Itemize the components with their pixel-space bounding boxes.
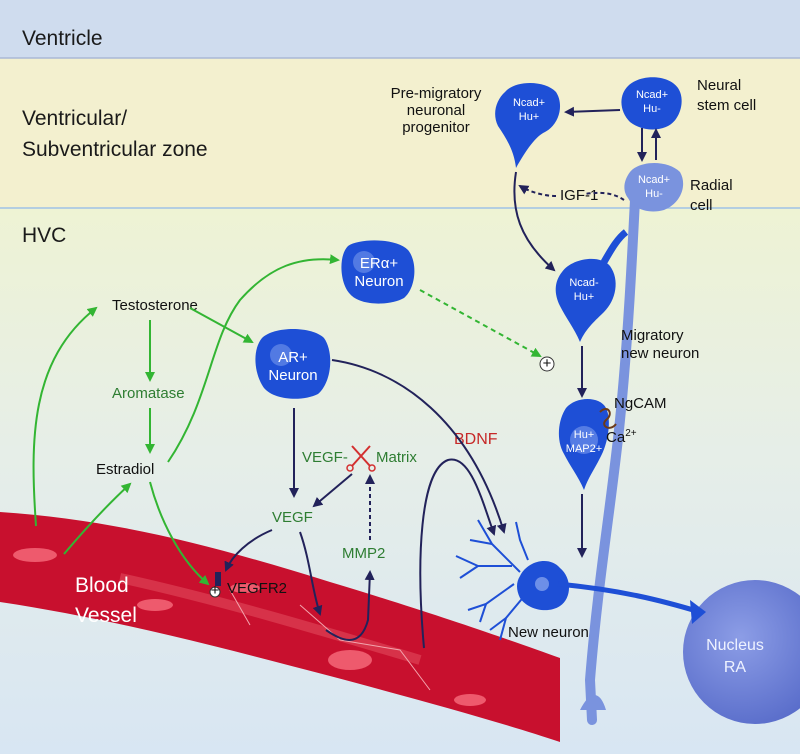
arrow-vessel-to-mmp2 — [325, 570, 375, 641]
arrow-matrix-to-vegf — [312, 473, 353, 508]
radial-cell: Ncad+ Hu- — [624, 163, 684, 212]
migratory-marker-2: Hu+ — [574, 291, 595, 303]
new-neuron-label: New neuron — [508, 624, 589, 641]
blood-vessel-label-line2: Vessel — [75, 604, 137, 627]
vegfr2-plus-icon — [209, 586, 221, 598]
vz-label-line1: Ventricular/ — [22, 107, 127, 130]
radial-marker-1: Ncad+ — [638, 174, 670, 186]
ngcam-link — [599, 408, 617, 429]
era-neuron-label-line2: Neuron — [354, 273, 403, 290]
vegf-matrix-right-label: Matrix — [376, 449, 417, 466]
blood-vessel: Blood Vessel — [0, 512, 560, 742]
ngcam-label: NgCAM — [614, 395, 667, 412]
vegf-label: VEGF — [272, 509, 313, 526]
vegfr2-receptor — [215, 572, 221, 586]
stem-label-line1: Neural — [697, 77, 741, 94]
scissors-icon — [346, 445, 376, 472]
arrow-era-to-migratory — [419, 289, 542, 357]
green-arrows — [32, 254, 542, 586]
neural-stem-cell: Ncad+ Hu- — [621, 77, 682, 130]
stem-label-line2: stem cell — [697, 97, 756, 114]
stem-marker-1: Ncad+ — [636, 89, 668, 101]
ar-neuron-label-line1: AR+ — [278, 349, 308, 366]
nucleus-ra-label-line1: Nucleus — [706, 637, 764, 654]
arrow-stem-to-premigratory — [564, 106, 621, 117]
nucleus-ra: Nucleus RA — [683, 580, 800, 724]
arrow-ar-to-new-neuron — [331, 359, 507, 534]
radial-label-line1: Radial — [690, 177, 733, 194]
era-neuron-label-line1: ERα+ — [360, 255, 399, 272]
arrow-vegf-to-vessel — [299, 531, 323, 616]
arrow-testosterone-to-ar — [189, 307, 254, 343]
migratory-label-line2: new neuron — [621, 345, 699, 362]
vz-label-line2: Subventricular zone — [22, 138, 208, 161]
bdnf-label: BDNF — [454, 431, 498, 448]
ar-neuron: AR+ Neuron — [255, 329, 331, 399]
era-plus-icon — [539, 356, 555, 372]
dark-arrows — [224, 106, 661, 649]
radial-fiber-endfoot — [580, 695, 606, 710]
premigratory-marker-2: Hu+ — [519, 111, 540, 123]
new-neuron — [455, 519, 706, 641]
aromatase-label: Aromatase — [112, 385, 185, 402]
radial-marker-2: Hu- — [645, 188, 663, 200]
arrow-vessel-to-testosterone — [32, 306, 98, 527]
premigratory-label-line1: Pre-migratory — [391, 85, 482, 102]
nucleus-ra-label-line2: RA — [724, 659, 747, 676]
vegf-matrix-left-label: VEGF- — [302, 449, 348, 466]
migratory-neuron-lower: Hu+ MAP2+ — [558, 399, 609, 490]
ca-label: Ca2+ — [606, 428, 637, 446]
premigratory-label-line3: progenitor — [402, 119, 470, 136]
era-plus-sign: + — [543, 355, 552, 372]
hu-map2-marker-2: MAP2+ — [566, 443, 602, 455]
arrow-vessel-to-estradiol — [63, 482, 132, 555]
stem-marker-2: Hu- — [643, 103, 661, 115]
premigratory-label-line2: neuronal — [407, 102, 465, 119]
arrow-vessel-to-bdnf — [419, 458, 497, 649]
migratory-marker-1: Ncad- — [569, 277, 599, 289]
premigratory-marker-1: Ncad+ — [513, 97, 545, 109]
vegfr2-label: VEGFR2 — [227, 580, 287, 597]
migratory-neuron-upper: Ncad- Hu+ — [555, 229, 629, 342]
ar-neuron-label-line2: Neuron — [268, 367, 317, 384]
igf1-label: IGF-1 — [560, 187, 598, 204]
ventricle-label: Ventricle — [22, 27, 103, 50]
vegfr2-plus-sign: + — [211, 582, 220, 599]
arrow-vegf-to-vegfr2 — [224, 529, 273, 572]
radial-fiber — [584, 175, 641, 725]
radial-label-line2: cell — [690, 197, 713, 214]
ventricle-region — [0, 0, 800, 58]
hu-map2-marker-1: Hu+ — [574, 429, 595, 441]
arrow-igf1-to-progenitor — [520, 186, 625, 201]
ca-text: Ca — [606, 429, 626, 446]
testosterone-label: Testosterone — [112, 297, 198, 314]
arrow-estradiol-to-vegfr2 — [149, 481, 210, 586]
hvc-label: HVC — [22, 224, 66, 247]
arrow-estradiol-to-era — [167, 254, 340, 463]
blood-vessel-label-line1: Blood — [75, 574, 129, 597]
premigratory-progenitor: Ncad+ Hu+ — [495, 83, 561, 168]
era-neuron: ERα+ Neuron — [341, 240, 415, 304]
estradiol-label: Estradiol — [96, 461, 154, 478]
mmp2-label: MMP2 — [342, 545, 385, 562]
ca-superscript: 2+ — [625, 428, 637, 439]
migratory-label-line1: Migratory — [621, 327, 684, 344]
